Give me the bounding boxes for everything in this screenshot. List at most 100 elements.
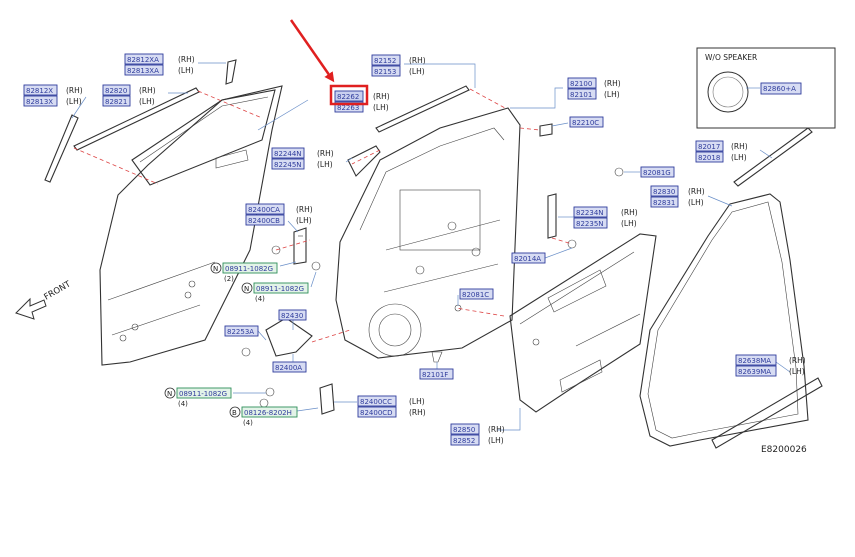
sash-garnish-drawing <box>44 114 79 183</box>
part-82152[interactable]: 82152 <box>371 54 401 66</box>
side-rh-82234n: (RH) <box>621 208 638 217</box>
hardware-08911-1082g-c[interactable]: 08911-1082G <box>176 387 232 399</box>
part-82813xa[interactable]: 82813XA <box>124 64 164 76</box>
svg-text:82812X: 82812X <box>26 87 53 95</box>
glass-run-drawing <box>375 85 470 133</box>
side-lh-82639ma: (LH) <box>789 367 805 376</box>
svg-text:08126-8202H: 08126-8202H <box>244 409 292 417</box>
part-82813x[interactable]: 82813X <box>23 95 58 107</box>
clip-drawing <box>539 123 553 137</box>
part-82400ca[interactable]: 82400CA <box>245 203 285 215</box>
cap-drawing <box>614 167 624 177</box>
bolt-symbol-icon <box>229 406 241 418</box>
svg-text:82234N: 82234N <box>576 209 604 217</box>
part-82812xa[interactable]: 82812XA <box>124 53 164 65</box>
pointer-arrow-icon <box>289 19 335 83</box>
hardware-08911-1082g-b[interactable]: 08911-1082G <box>253 282 309 294</box>
side-lh-82101: (LH) <box>604 90 620 99</box>
svg-text:82018: 82018 <box>698 154 720 162</box>
hw2-qty: (4) <box>255 295 265 303</box>
side-rh-82638ma: (RH) <box>789 356 806 365</box>
part-82638ma[interactable]: 82638MA <box>735 354 777 366</box>
part-82101f[interactable]: 82101F <box>419 368 454 380</box>
part-82812x[interactable]: 82812X <box>23 84 58 96</box>
part-82210c[interactable]: 82210C <box>569 116 604 128</box>
part-82018[interactable]: 82018 <box>695 151 724 163</box>
side-lh-82821: (LH) <box>139 97 155 106</box>
part-82850[interactable]: 82850 <box>450 423 480 435</box>
side-rh-82820: (RH) <box>139 86 156 95</box>
hardware-08126-8202h[interactable]: 08126-8202H <box>241 406 298 418</box>
rear-moulding-drawing <box>733 127 813 187</box>
hw2-prefix: N <box>244 285 249 293</box>
part-82235n[interactable]: 82235N <box>573 217 608 229</box>
part-82244n[interactable]: 82244N <box>271 147 305 159</box>
part-82821[interactable]: 82821 <box>102 95 131 107</box>
part-82081c[interactable]: 82081C <box>459 288 494 300</box>
side-rh-82244n: (RH) <box>317 149 334 158</box>
svg-text:82400CC: 82400CC <box>360 398 392 406</box>
side-lh-82018: (LH) <box>731 153 747 162</box>
part-82101[interactable]: 82101 <box>567 88 597 100</box>
part-82830[interactable]: 82830 <box>650 185 679 197</box>
part-82400a[interactable]: 82400A <box>272 361 307 373</box>
side-rh-82812x: (RH) <box>66 86 83 95</box>
part-82245n[interactable]: 82245N <box>271 158 305 170</box>
svg-text:82820: 82820 <box>105 87 127 95</box>
part-82263[interactable]: 82263 <box>334 101 364 113</box>
side-rh-82812xa: (RH) <box>178 55 195 64</box>
part-82100[interactable]: 82100 <box>567 77 597 89</box>
inner-door-frame-drawing <box>335 107 521 359</box>
front-arrow-icon <box>15 297 47 320</box>
side-rh-82400ca: (RH) <box>296 205 313 214</box>
bracket-drawing <box>547 193 557 239</box>
hardware-labels: N 08911-1082G (2) N 08911-1082G (4) N 08… <box>164 262 309 427</box>
svg-text:82400CB: 82400CB <box>248 217 280 225</box>
part-82852[interactable]: 82852 <box>450 434 480 446</box>
side-rh-82400cd: (RH) <box>409 408 426 417</box>
hw3-qty: (4) <box>178 400 188 408</box>
part-labels: 82812XA 82813XA (RH) (LH) 82812X 82813X … <box>23 53 806 446</box>
part-82400cc[interactable]: 82400CC <box>357 395 397 407</box>
upper-garnish-drawing <box>225 59 237 85</box>
speaker-cover-inner-drawing <box>712 76 744 108</box>
svg-text:08911-1082G: 08911-1082G <box>225 265 273 273</box>
part-82234n[interactable]: 82234N <box>573 206 608 218</box>
door-glass-drawing <box>131 89 276 186</box>
part-82430[interactable]: 82430 <box>278 309 307 321</box>
svg-text:82263: 82263 <box>337 104 359 112</box>
front-label: FRONT <box>43 279 74 303</box>
side-lh-82813xa: (LH) <box>178 66 194 75</box>
corner-garnish-drawing <box>347 145 381 177</box>
hw1-prefix: N <box>213 265 218 273</box>
bolt-drawing <box>567 239 577 249</box>
part-82831[interactable]: 82831 <box>650 196 679 208</box>
side-rh-82100: (RH) <box>604 79 621 88</box>
svg-text:82813XA: 82813XA <box>127 67 159 75</box>
part-82014a[interactable]: 82014A <box>511 252 546 264</box>
part-82400cd[interactable]: 82400CD <box>357 406 397 418</box>
svg-text:82639MA: 82639MA <box>738 368 771 376</box>
side-lh-82400cc: (LH) <box>409 397 425 406</box>
outer-door-panel-drawing <box>99 85 283 366</box>
part-82262[interactable]: 82262 <box>334 90 364 102</box>
part-82081g[interactable]: 82081G <box>640 166 675 178</box>
part-82820[interactable]: 82820 <box>102 84 131 96</box>
front-direction-indicator: FRONT <box>15 279 74 320</box>
clip-82101f-drawing <box>431 351 443 363</box>
side-rh-82017: (RH) <box>731 142 748 151</box>
part-82017[interactable]: 82017 <box>695 140 724 152</box>
part-82860-a[interactable]: 82860+A <box>760 82 802 95</box>
side-lh-82852: (LH) <box>488 436 504 445</box>
hardware-08911-1082g-a[interactable]: 08911-1082G <box>222 262 278 274</box>
side-lh-82813x: (LH) <box>66 97 82 106</box>
part-82253a[interactable]: 82253A <box>224 325 259 337</box>
svg-text:82253A: 82253A <box>227 328 254 336</box>
part-82153[interactable]: 82153 <box>371 65 401 77</box>
svg-text:82210C: 82210C <box>572 119 599 127</box>
side-lh-82400cb: (LH) <box>296 216 312 225</box>
svg-text:82262: 82262 <box>337 93 359 101</box>
part-82639ma[interactable]: 82639MA <box>735 365 777 377</box>
part-82400cb[interactable]: 82400CB <box>245 214 285 226</box>
nut-symbol-icon <box>210 262 222 274</box>
